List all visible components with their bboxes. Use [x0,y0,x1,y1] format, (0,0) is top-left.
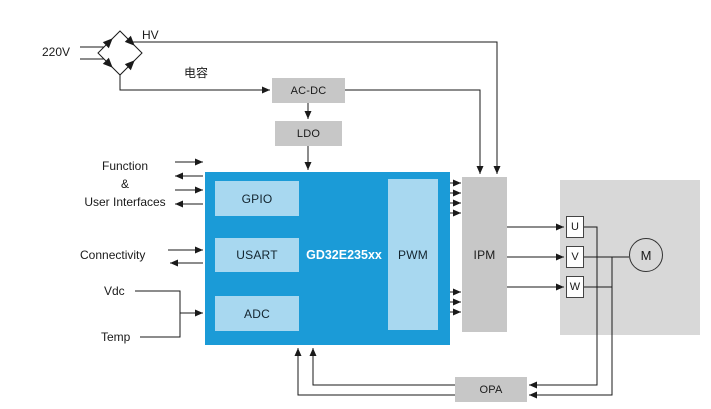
pwm-block: PWM [388,179,438,330]
vdc-label: Vdc [104,284,125,298]
bridge-rectifier-icon [97,30,143,76]
mcu-part-number-label: GD32E235xx [306,248,382,262]
mains-voltage-label: 220V [42,45,71,59]
adc-block: ADC [215,296,299,331]
function-user-interfaces-label: Function & User Interfaces [73,157,177,211]
acdc-to-ipm-wire [345,89,484,174]
acdc-block: AC-DC [272,78,345,103]
gpio-block: GPIO [215,181,299,216]
capacitor-label: 电容 [184,66,209,80]
connectivity-label: Connectivity [80,248,146,262]
ldo-block: LDO [275,121,342,146]
function-label-line2: & [120,177,129,191]
motor-symbol: M [629,238,663,272]
vdc-temp-wire [135,290,181,338]
ipm-block: IPM [462,177,507,332]
hv-label: HV [142,28,159,42]
function-label-line1: Function [101,159,149,173]
phase-u-terminal: U [566,216,584,238]
function-label-line3: User Interfaces [84,195,166,209]
opa-block: OPA [455,377,527,402]
opa-to-adc-wire-1 [309,348,455,386]
phase-w-terminal: W [566,276,584,298]
usart-block: USART [215,238,299,272]
temp-label: Temp [101,330,131,344]
phase-v-terminal: V [566,246,584,268]
opa-to-adc-wire-2 [294,348,455,396]
hv-wire [131,41,501,174]
